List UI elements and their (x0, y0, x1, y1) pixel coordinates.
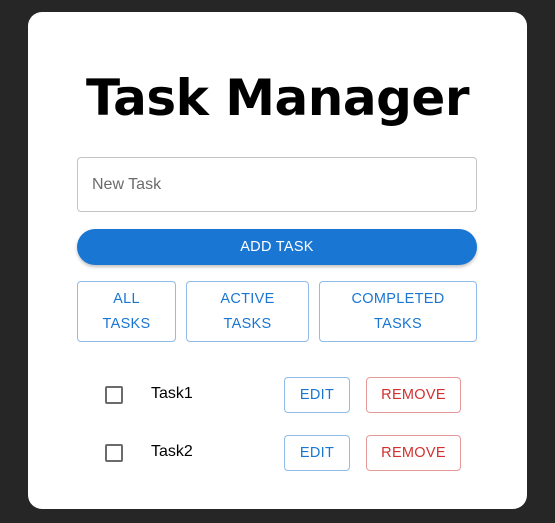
new-task-input[interactable] (77, 157, 477, 212)
task-label: Task1 (151, 385, 193, 402)
remove-task-button[interactable]: REMOVE (366, 435, 461, 471)
add-task-button[interactable]: ADD TASK (77, 229, 477, 265)
filter-active-label-line1: ACTIVE (220, 290, 275, 307)
filter-active-tasks-button[interactable]: ACTIVE TASKS (186, 281, 309, 342)
filter-completed-label-line2: TASKS (374, 315, 422, 332)
task-checkbox[interactable] (105, 386, 123, 404)
filter-all-label-line2: TASKS (102, 315, 151, 332)
task-label: Task2 (151, 443, 193, 460)
task-row: Task1 EDIT REMOVE (0, 377, 555, 414)
edit-task-button[interactable]: EDIT (284, 435, 350, 471)
filter-active-label-line2: TASKS (223, 315, 272, 332)
filter-completed-label-line1: COMPLETED (351, 290, 445, 307)
edit-task-button[interactable]: EDIT (284, 377, 350, 413)
filter-completed-tasks-button[interactable]: COMPLETED TASKS (319, 281, 477, 342)
task-row: Task2 EDIT REMOVE (0, 435, 555, 472)
task-checkbox[interactable] (105, 444, 123, 462)
filter-all-tasks-button[interactable]: ALL TASKS (77, 281, 176, 342)
page-title: Task Manager (85, 69, 470, 127)
filter-all-label-line1: ALL (113, 290, 140, 307)
remove-task-button[interactable]: REMOVE (366, 377, 461, 413)
